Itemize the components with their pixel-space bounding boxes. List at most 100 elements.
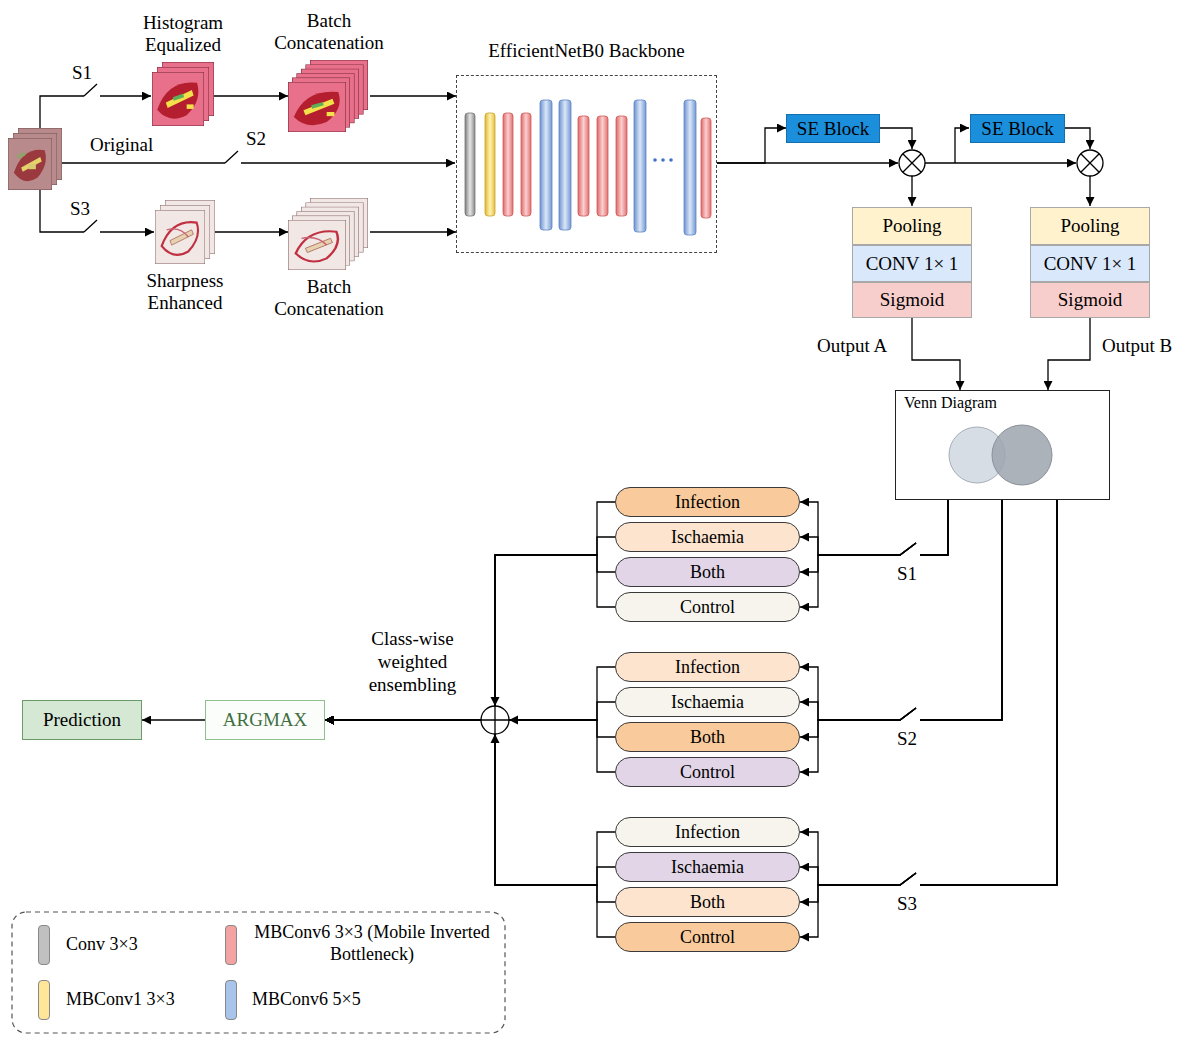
legend-swatch [225, 980, 237, 1020]
sum-symbol [481, 706, 509, 734]
class-box: Both [615, 887, 800, 917]
ensemble-label: Class-wise weighted ensembling [350, 628, 475, 696]
label-text: Ischaemia [671, 527, 744, 548]
legend-text: MBConv6 5×5 [252, 989, 361, 1011]
input-wire [100, 231, 154, 232]
label-text: SE Block [981, 118, 1053, 140]
switch-label: S2 [897, 728, 917, 751]
class-box: Control [615, 922, 800, 952]
histogram-image [152, 72, 204, 126]
legend-text: MBConv6 3×3 (Mobile Inverted Bottleneck) [252, 922, 492, 965]
label-text: Ischaemia [671, 857, 744, 878]
label-text: Control [680, 597, 735, 618]
label-text: Control [680, 762, 735, 783]
path-label: Original [90, 134, 153, 157]
legend-swatch [225, 925, 237, 965]
backbone-layers [465, 100, 711, 235]
connector [142, 719, 205, 720]
connector [325, 537, 615, 720]
feature-wire [1089, 176, 1090, 206]
feature-wire [880, 128, 912, 149]
label-text: CONV 1× 1 [866, 253, 959, 275]
connector [912, 318, 960, 390]
label-text: Ischaemia [671, 692, 744, 713]
label-text: ARGMAX [223, 709, 307, 731]
multiply-symbol [1081, 154, 1099, 172]
class-box: Infection [615, 652, 800, 682]
label-text: CONV 1× 1 [1044, 253, 1137, 275]
caption: EfficientNetB0 Backbone [427, 40, 747, 62]
connector [800, 500, 948, 555]
class-box: Infection [615, 487, 800, 517]
connector [325, 702, 615, 720]
connector [800, 500, 1002, 772]
input-wire [84, 84, 97, 96]
label-text: Control [680, 927, 735, 948]
connector [370, 231, 456, 232]
batch-image-stack [288, 220, 346, 270]
sharpness-image [155, 210, 205, 264]
argmax-box: ARGMAX [205, 700, 325, 740]
switch-label: S2 [246, 128, 266, 151]
connector [325, 667, 615, 720]
connector [800, 500, 1057, 885]
feature-wire [955, 128, 969, 163]
connector [325, 555, 615, 720]
conv-box: CONV 1× 1 [1030, 245, 1150, 282]
switch-label: S3 [897, 893, 917, 916]
legend-swatch [38, 980, 50, 1020]
connector [1048, 318, 1090, 390]
sum-symbol [481, 706, 509, 734]
input-wire [52, 162, 225, 163]
caption: Batch Concatenation [264, 10, 394, 54]
image-node: Sharpness Enhanced [155, 200, 215, 264]
image-stack-node: Batch Concatenation [288, 198, 370, 270]
label-text: SE Block [797, 118, 869, 140]
pooling-box: Pooling [852, 207, 972, 245]
venn-circles [949, 425, 1052, 485]
caption: Batch Concatenation [264, 276, 394, 320]
backbone-layers [465, 113, 475, 216]
connector [800, 500, 1057, 937]
connector [800, 500, 1057, 902]
class-box: Ischaemia [615, 852, 800, 882]
connector [325, 720, 615, 737]
conv-box: CONV 1× 1 [852, 245, 972, 282]
backbone-layers [661, 158, 665, 162]
class-box: Control [615, 592, 800, 622]
label-text: Both [690, 892, 725, 913]
feature-wire [1065, 128, 1090, 149]
connector [325, 720, 615, 885]
venn-circles [992, 425, 1052, 485]
input-image-stack [8, 138, 52, 190]
backbone-layers [597, 116, 608, 216]
caption: Histogram Equalized [118, 12, 248, 56]
connector [800, 500, 948, 555]
input-wire [40, 84, 455, 232]
backbone-layers [653, 158, 657, 162]
backbone-layers [540, 100, 552, 230]
connector [800, 500, 948, 607]
connector [325, 720, 615, 772]
label-text: Infection [675, 822, 740, 843]
backbone-layers [669, 158, 673, 162]
se-block: SE Block [970, 114, 1065, 143]
backbone-layers [578, 116, 589, 216]
label-text: Pooling [882, 215, 941, 237]
legend-frame [12, 912, 505, 1033]
label-text: Sigmoid [1058, 289, 1122, 311]
connector [800, 500, 948, 572]
class-box: Infection [615, 817, 800, 847]
feature-wire [911, 176, 912, 206]
pooling-box: Pooling [1030, 207, 1150, 245]
backbone-layers [521, 113, 531, 216]
input-wire [225, 151, 238, 163]
legend-swatch [38, 925, 50, 965]
multiply-symbol [1077, 150, 1103, 176]
edge-label: Output A [815, 335, 889, 358]
connector [325, 555, 615, 720]
input-image-stack [8, 128, 62, 190]
label-text: Prediction [43, 709, 121, 731]
input-wire [100, 95, 151, 96]
connector [325, 720, 615, 885]
